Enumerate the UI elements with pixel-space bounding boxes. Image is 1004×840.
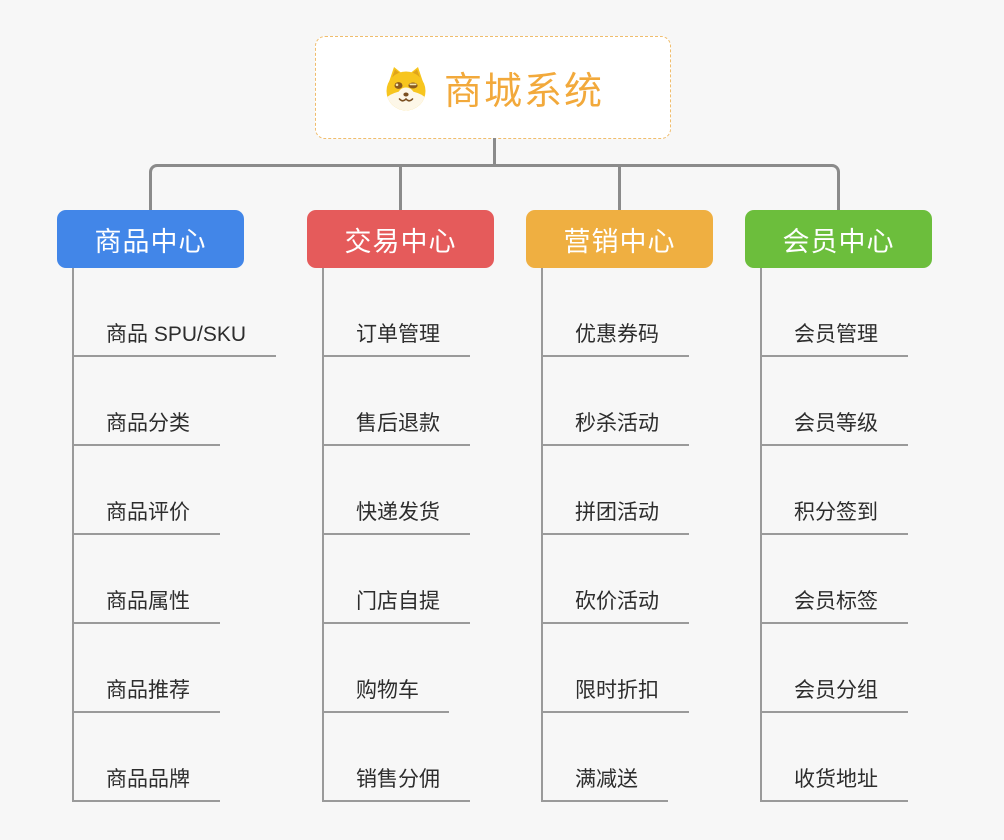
sub-item[interactable]: 满减送	[543, 767, 668, 802]
sub-item-slot: 砍价活动	[543, 535, 689, 624]
sub-item-slot: 满减送	[543, 713, 689, 802]
sub-item[interactable]: 会员等级	[762, 411, 908, 446]
branch-children: 商品 SPU/SKU 商品分类商品评价商品属性商品推荐商品品牌	[72, 268, 277, 802]
shiba-dog-icon	[382, 64, 430, 112]
sub-item[interactable]: 商品评价	[74, 500, 220, 535]
sub-item-slot: 限时折扣	[543, 624, 689, 713]
sub-item[interactable]: 门店自提	[324, 589, 470, 624]
sub-item-slot: 快递发货	[324, 446, 470, 535]
sub-item-slot: 会员管理	[762, 268, 908, 357]
sub-item[interactable]: 订单管理	[324, 322, 470, 357]
sub-item-slot: 会员分组	[762, 624, 908, 713]
sub-item-slot: 秒杀活动	[543, 357, 689, 446]
sub-item-slot: 订单管理	[324, 268, 470, 357]
sub-item[interactable]: 收货地址	[762, 767, 908, 802]
root-connector-line	[493, 138, 496, 165]
sub-item-slot: 会员等级	[762, 357, 908, 446]
sub-item-slot: 购物车	[324, 624, 470, 713]
sub-item[interactable]: 会员管理	[762, 322, 908, 357]
branch-trade-center: 交易中心 订单管理售后退款快递发货门店自提购物车销售分佣	[307, 210, 494, 802]
sub-item[interactable]: 秒杀活动	[543, 411, 689, 446]
branch-children: 订单管理售后退款快递发货门店自提购物车销售分佣	[322, 268, 470, 802]
branch-box[interactable]: 交易中心	[307, 210, 494, 268]
sub-item[interactable]: 购物车	[324, 678, 449, 713]
sub-item-slot: 门店自提	[324, 535, 470, 624]
sub-item[interactable]: 售后退款	[324, 411, 470, 446]
sub-item[interactable]: 拼团活动	[543, 500, 689, 535]
sub-item-slot: 商品推荐	[74, 624, 276, 713]
sub-item-slot: 商品分类	[74, 357, 276, 446]
sub-item[interactable]: 商品 SPU/SKU	[74, 322, 277, 357]
sub-item-slot: 收货地址	[762, 713, 908, 802]
sub-item[interactable]: 商品品牌	[74, 767, 220, 802]
sub-item-slot: 优惠券码	[543, 268, 689, 357]
sub-item[interactable]: 快递发货	[324, 500, 470, 535]
sub-item-slot: 拼团活动	[543, 446, 689, 535]
sub-item[interactable]: 会员分组	[762, 678, 908, 713]
branch-product-center: 商品中心 商品 SPU/SKU 商品分类商品评价商品属性商品推荐商品品牌	[57, 210, 277, 802]
branch-member-center: 会员中心 会员管理会员等级积分签到会员标签会员分组收货地址	[745, 210, 932, 802]
branch-rail-line	[149, 164, 840, 210]
sub-item[interactable]: 销售分佣	[324, 767, 470, 802]
branch-box[interactable]: 会员中心	[745, 210, 932, 268]
sub-item-slot: 售后退款	[324, 357, 470, 446]
sub-item[interactable]: 限时折扣	[543, 678, 689, 713]
branch-box[interactable]: 营销中心	[526, 210, 713, 268]
sub-item[interactable]: 优惠券码	[543, 322, 689, 357]
sub-item[interactable]: 砍价活动	[543, 589, 689, 624]
sub-item-slot: 会员标签	[762, 535, 908, 624]
root-title: 商城系统	[443, 71, 604, 113]
sub-item[interactable]: 商品属性	[74, 589, 220, 624]
sub-item-slot: 商品评价	[74, 446, 276, 535]
sub-item[interactable]: 会员标签	[762, 589, 908, 624]
sub-item-slot: 积分签到	[762, 446, 908, 535]
sub-item[interactable]: 积分签到	[762, 500, 908, 535]
branch-children: 会员管理会员等级积分签到会员标签会员分组收货地址	[760, 268, 908, 802]
branch-children: 优惠券码秒杀活动拼团活动砍价活动限时折扣满减送	[541, 268, 689, 802]
branch-box[interactable]: 商品中心	[57, 210, 244, 268]
sub-item-slot: 商品品牌	[74, 713, 276, 802]
sub-item-slot: 销售分佣	[324, 713, 470, 802]
branch-drop-line	[618, 167, 621, 210]
sub-item-slot: 商品属性	[74, 535, 276, 624]
sub-item-slot: 商品 SPU/SKU	[74, 268, 277, 357]
branch-marketing-center: 营销中心 优惠券码秒杀活动拼团活动砍价活动限时折扣满减送	[526, 210, 713, 802]
sub-item[interactable]: 商品推荐	[74, 678, 220, 713]
root-node[interactable]: 商城系统	[315, 36, 671, 139]
sub-item[interactable]: 商品分类	[74, 411, 220, 446]
branch-drop-line	[399, 167, 402, 210]
